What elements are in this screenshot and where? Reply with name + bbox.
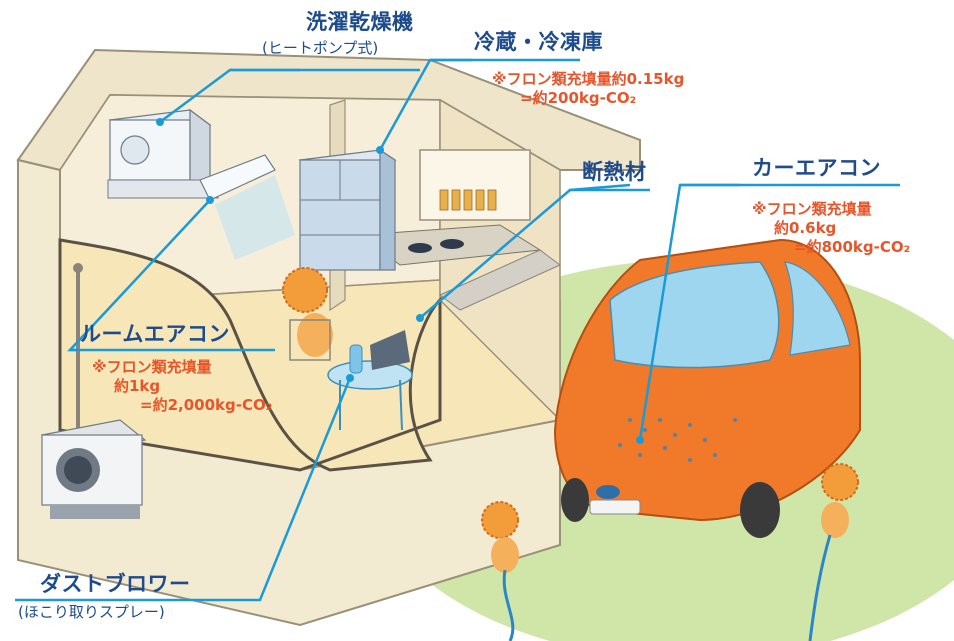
fridge-note: ※フロン類充填量約0.15kg =約200kg-CO₂ (492, 70, 684, 108)
car-ac-note-line-3: =約800kg-CO₂ (794, 237, 911, 256)
washer-icon (107, 108, 219, 199)
insulation-title: 断熱材 (582, 160, 647, 184)
outdoor-unit-icon (40, 263, 147, 519)
room-ac-note-line-2: 約1kg (114, 376, 161, 395)
dust-blower-label: ダストブロワー (40, 572, 191, 596)
room-ac-note-line-1: ※フロン類充填量 (92, 358, 212, 376)
room-ac-note-line-3: =約2,000kg-CO₂ (140, 395, 273, 414)
washer-title: 洗濯乾燥機 (306, 10, 414, 34)
air-conditioner-icon (199, 154, 295, 260)
washer-label: 洗濯乾燥機 (306, 10, 414, 34)
fridge-note-line-1: ※フロン類充填量約0.15kg (492, 70, 685, 88)
label-underlines (15, 58, 900, 602)
character-icon (282, 267, 333, 361)
leader-endpoints (156, 118, 644, 444)
room-ac-note: ※フロン類充填量 約1kg =約2,000kg-CO₂ (92, 358, 272, 414)
car-ac-note-line-2: 約0.6kg (774, 218, 837, 237)
insulation-panel (439, 249, 561, 311)
fridge-label: 冷蔵・冷凍庫 (474, 30, 603, 54)
fridge-title: 冷蔵・冷凍庫 (474, 30, 603, 54)
washer-sub: (ヒートポンプ式) (262, 39, 379, 57)
car-icon (553, 238, 861, 538)
insulation-label: 断熱材 (582, 160, 647, 184)
dust-blower-sublabel: (ほこり取りスプレー) (18, 603, 165, 621)
washer-sublabel: (ヒートポンプ式) (262, 39, 379, 57)
character-icon (481, 501, 519, 641)
refrigerator-icon (298, 148, 397, 271)
fridge-note-line-2: =約200kg-CO₂ (520, 88, 637, 107)
car-ac-title: カーエアコン (752, 156, 881, 180)
dust-blower-sub: (ほこり取りスプレー) (18, 603, 165, 621)
car-ac-note-line-1: ※フロン類充填量 (752, 200, 872, 218)
character-icon (808, 463, 859, 641)
room-ac-label: ルームエアコン (80, 322, 230, 346)
car-ac-note: ※フロン類充填量 約0.6kg =約800kg-CO₂ (752, 200, 910, 256)
car-ac-label: カーエアコン (752, 156, 881, 180)
dust-blower-title: ダストブロワー (40, 572, 191, 596)
room-ac-title: ルームエアコン (80, 322, 230, 346)
